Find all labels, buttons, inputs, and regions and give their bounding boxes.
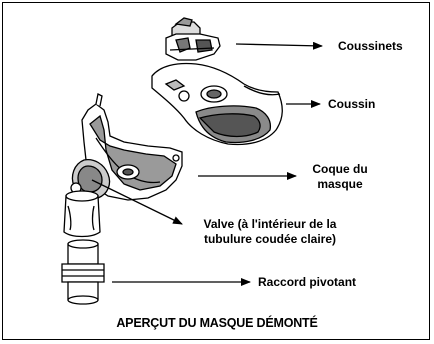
cushion-part: [152, 64, 282, 145]
label-valve-line2: tubulure coudée claire): [180, 232, 360, 247]
swivel-part: [62, 240, 104, 304]
label-valve-line1: Valve (à l'intérieur de la: [180, 217, 360, 232]
elbow-valve-part: [64, 160, 110, 237]
label-coque-line2: masque: [300, 177, 380, 192]
nasal-pillows-part: [166, 18, 220, 60]
label-coque: Coque du masque: [300, 162, 380, 192]
label-valve: Valve (à l'intérieur de la tubulure coud…: [180, 217, 360, 247]
label-coque-line1: Coque du: [300, 162, 380, 177]
label-raccord: Raccord pivotant: [258, 275, 356, 290]
diagram-caption: APERÇUT DU MASQUE DÉMONTÉ: [0, 316, 434, 330]
label-coussinets: Coussinets: [338, 39, 403, 54]
arrow-coussinets: [236, 44, 322, 46]
label-coussin: Coussin: [328, 97, 375, 112]
